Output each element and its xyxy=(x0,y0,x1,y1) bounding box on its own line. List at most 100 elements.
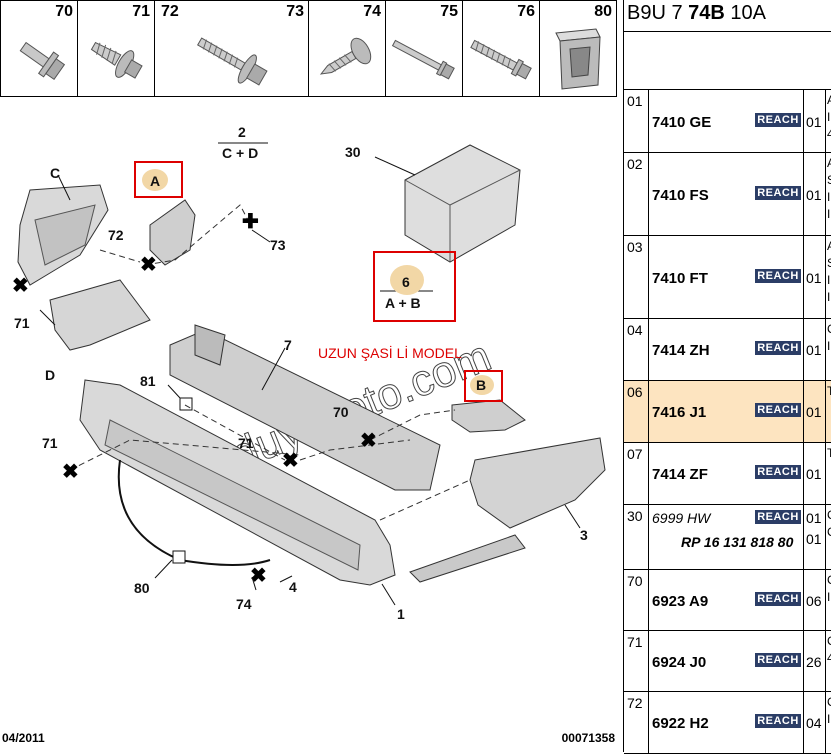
part-quantity: 01 xyxy=(806,342,822,358)
rp-number[interactable]: RP 16 131 818 80 xyxy=(681,534,794,550)
fastener-cell-72-73[interactable]: 72 73 xyxy=(155,1,309,96)
label-6-sub: A + B xyxy=(385,295,421,311)
description-fragment: A xyxy=(827,155,831,172)
reach-badge[interactable]: REACH xyxy=(755,510,801,524)
reach-badge[interactable]: REACH xyxy=(755,592,801,606)
label-3: 3 xyxy=(580,527,588,543)
washer-bolt-icon xyxy=(197,37,268,86)
fastener-cell-70[interactable]: 70 xyxy=(1,1,78,96)
callout-a-box[interactable] xyxy=(134,161,183,198)
description-fragment: 4 xyxy=(827,127,831,141)
part-c-inner xyxy=(34,204,96,266)
reach-badge[interactable]: REACH xyxy=(755,186,801,200)
part-reference[interactable]: 7414 ZH xyxy=(652,342,710,359)
description-fragment: C xyxy=(827,572,831,589)
part-reference[interactable]: 6923 A9 xyxy=(652,593,709,610)
column-divider xyxy=(803,381,804,442)
part-reference[interactable]: 7416 J1 xyxy=(652,404,707,421)
part-quantity: 01 xyxy=(806,270,822,286)
panel-title: B9U 7 74B 10A xyxy=(624,0,831,32)
row-index: 06 xyxy=(627,384,643,400)
part-reference[interactable]: 7410 FT xyxy=(652,270,708,287)
fastener-number: 76 xyxy=(517,3,535,20)
parts-diagram-panel: 70 71 72 73 xyxy=(0,0,690,745)
column-divider xyxy=(825,381,826,442)
column-divider xyxy=(648,631,649,691)
callout-b-box[interactable] xyxy=(464,370,503,402)
label-81: 81 xyxy=(140,373,156,389)
callout-6-box[interactable] xyxy=(373,251,456,322)
label-71-mid: 71 xyxy=(238,435,254,451)
label-2: 2 xyxy=(238,124,246,140)
part-3-shape xyxy=(469,437,606,529)
fastener-cell-74[interactable]: 74 xyxy=(309,1,386,96)
clip-marker xyxy=(179,397,193,411)
reach-badge[interactable]: REACH xyxy=(755,714,801,728)
leader-dashes xyxy=(69,204,471,521)
part-reference[interactable]: 6922 H2 xyxy=(652,715,709,732)
callout-b-badge xyxy=(470,375,494,395)
flange-bolt-icon xyxy=(19,41,66,81)
column-divider xyxy=(803,90,804,152)
label-30: 30 xyxy=(345,144,361,160)
clip-marker xyxy=(172,550,186,564)
part-reference[interactable]: 7410 FS xyxy=(652,187,709,204)
block-30-shape xyxy=(404,144,521,263)
fastener-cell-75[interactable]: 75 xyxy=(386,1,463,96)
fastener-number: 72 xyxy=(161,3,179,20)
label-2-sub: C + D xyxy=(222,145,258,161)
column-divider xyxy=(825,236,826,318)
reach-badge[interactable]: REACH xyxy=(755,403,801,417)
diagram-date: 04/2011 xyxy=(2,731,45,745)
long-bolt-icon xyxy=(391,39,455,80)
title-part-b: 74B xyxy=(688,2,725,24)
label-80: 80 xyxy=(134,580,150,596)
label-1: 1 xyxy=(397,606,405,622)
row-index: 03 xyxy=(627,239,643,255)
description-fragment: I xyxy=(827,190,831,204)
part-reference[interactable]: 7414 ZF xyxy=(652,466,708,483)
column-divider xyxy=(825,90,826,152)
label-6: 6 xyxy=(402,274,410,290)
plastic-clip-icon xyxy=(555,28,601,90)
reach-badge[interactable]: REACH xyxy=(755,465,801,479)
fastener-cell-71[interactable]: 71 xyxy=(78,1,155,96)
description-fragment: I xyxy=(827,712,831,726)
callout-a-badge xyxy=(142,169,168,191)
label-72: 72 xyxy=(108,227,124,243)
threaded-screw-icon xyxy=(470,39,532,80)
description-fragment: S xyxy=(827,172,831,189)
label-71-left: 71 xyxy=(42,435,58,451)
part-reference[interactable]: 7410 GE xyxy=(652,114,712,131)
description-fragment: T xyxy=(827,384,831,398)
part-3-strip xyxy=(409,534,526,583)
fastener-cell-76[interactable]: 76 xyxy=(463,1,540,96)
reach-badge[interactable]: REACH xyxy=(755,653,801,667)
reach-badge[interactable]: REACH xyxy=(755,269,801,283)
row-index: 01 xyxy=(627,93,643,109)
part-quantity: 01 xyxy=(806,466,822,482)
reach-badge[interactable]: REACH xyxy=(755,113,801,127)
description-fragment: S xyxy=(827,255,831,272)
description-fragment: C xyxy=(827,507,831,524)
reach-badge[interactable]: REACH xyxy=(755,341,801,355)
part-quantity: 01 xyxy=(806,114,822,130)
part-reference[interactable]: 6999 HW xyxy=(652,510,711,526)
part-reference[interactable]: 6924 J0 xyxy=(652,654,707,671)
column-divider xyxy=(803,631,804,691)
self-tapping-screw-icon xyxy=(319,37,372,75)
fastener-cell-80[interactable]: 80 xyxy=(540,1,617,96)
part-quantity: 26 xyxy=(806,654,822,670)
row-index: 30 xyxy=(627,508,643,524)
